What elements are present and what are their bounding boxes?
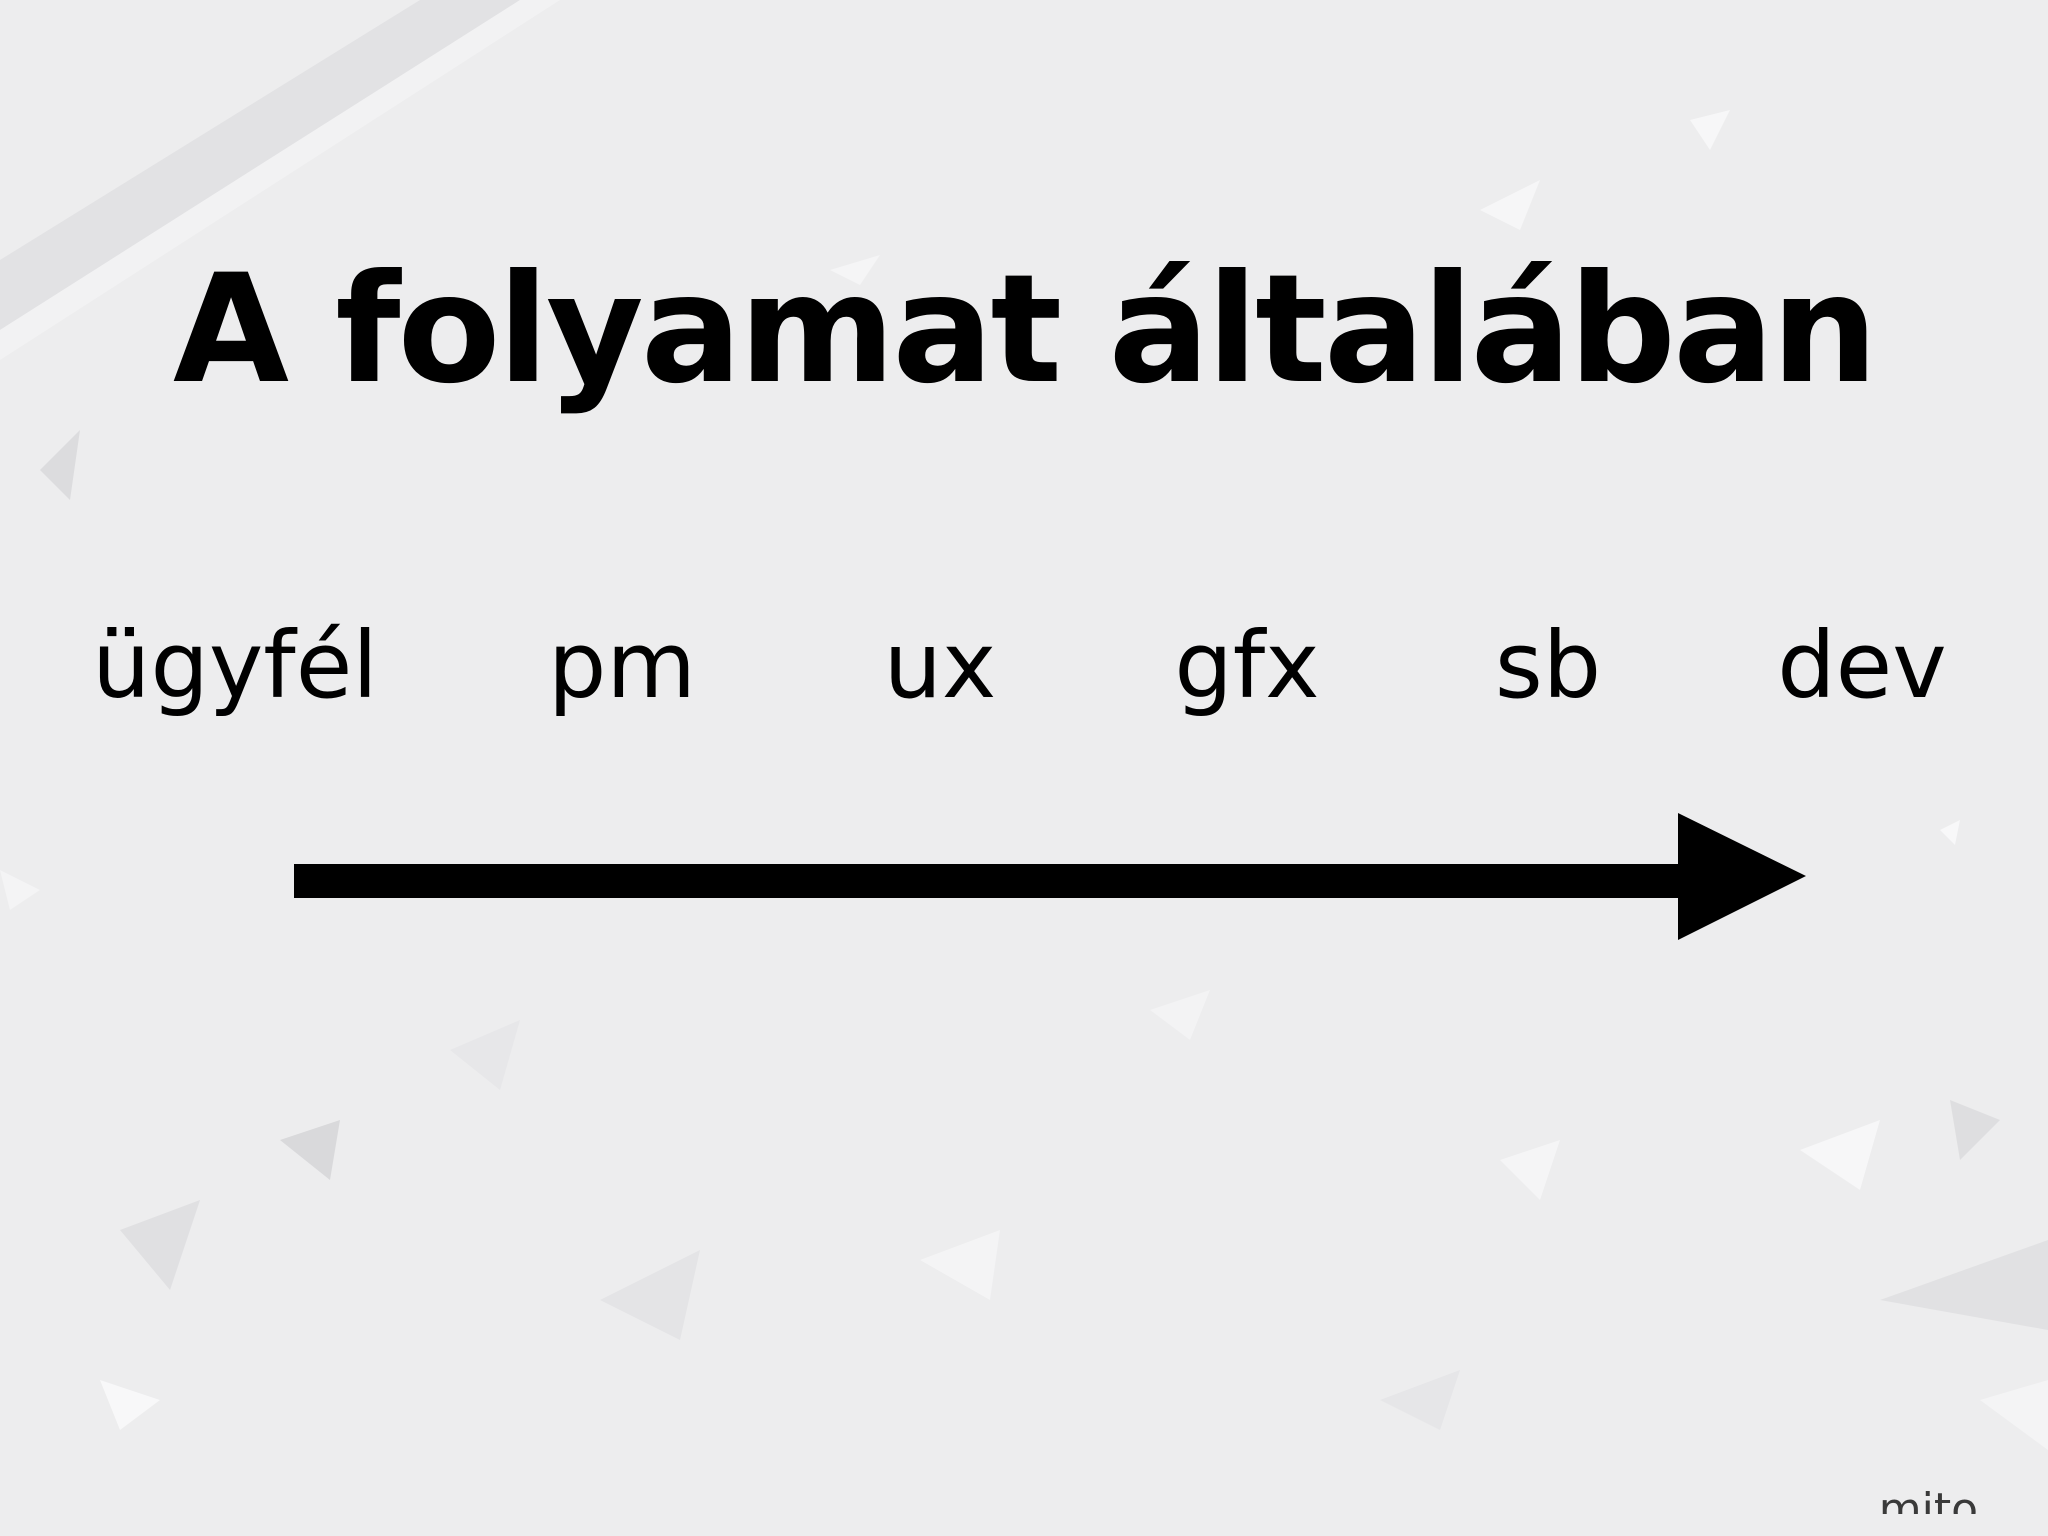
flow-arrow-shaft bbox=[294, 864, 1684, 898]
stage-label-ugyfel: ügyfél bbox=[92, 612, 378, 719]
stage-label-gfx: gfx bbox=[1174, 612, 1320, 719]
stage-label-dev: dev bbox=[1777, 612, 1947, 719]
slide-title: A folyamat általában bbox=[172, 243, 1878, 417]
flow-arrow-head bbox=[1678, 813, 1806, 940]
stage-label-sb: sb bbox=[1494, 612, 1602, 719]
stage-label-ux: ux bbox=[883, 612, 997, 719]
mito-logo: mito bbox=[1878, 1488, 1978, 1514]
stage-label-pm: pm bbox=[547, 612, 697, 719]
